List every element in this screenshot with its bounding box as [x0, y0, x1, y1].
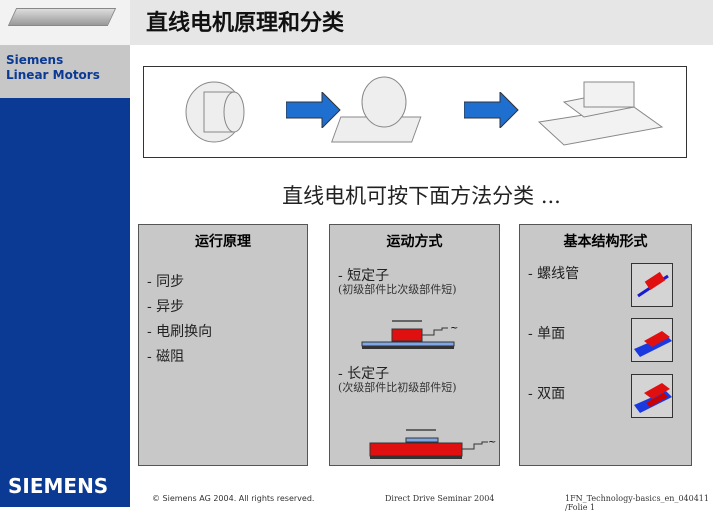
short-stator-diagram: ~ [361, 320, 458, 349]
double-sided-motor-icon [631, 374, 673, 418]
brand-line1: Siemens [6, 53, 64, 67]
list-item: - 异步 [147, 299, 185, 315]
motor-evolution-illustration [143, 66, 687, 158]
list-item: - 磁阻 [147, 349, 185, 365]
arrow-right-icon [464, 92, 519, 128]
subtitle: 直线电机可按下面方法分类 ... [282, 184, 561, 208]
siemens-logo: SIEMENS [8, 474, 109, 498]
footer-file: 1FN_Technology-basics_en_040411 /Folie 1 [565, 494, 709, 512]
list-item: - 短定子 [338, 268, 390, 284]
motor-drawings [185, 76, 664, 146]
brand-label: Siemens Linear Motors [0, 45, 130, 98]
list-item: - 同步 [147, 274, 185, 290]
box-motion-type: 运动方式 - 短定子 (初级部件比次级部件短) ~ - 长定子 (次级部件比初级… [329, 224, 500, 466]
list-note: (初级部件比次级部件短) [338, 283, 457, 296]
box-title: 基本结构形式 [563, 234, 648, 250]
brand-line2: Linear Motors [6, 68, 100, 82]
linear-motor-drawing [537, 81, 664, 146]
tubular-motor-icon [631, 263, 673, 307]
arrow-right-icon [286, 92, 341, 128]
list-item: - 长定子 [338, 366, 390, 382]
rotary-motor-drawing [185, 81, 245, 143]
sidebar: Siemens Linear Motors SIEMENS [0, 0, 130, 507]
unrolled-motor-drawing [331, 76, 422, 143]
svg-text:~: ~ [488, 437, 496, 448]
list-item: - 双面 [528, 386, 566, 402]
page-title: 直线电机原理和分类 [146, 11, 345, 36]
product-thumbnail [0, 0, 130, 45]
footer-event: Direct Drive Seminar 2004 [385, 494, 495, 503]
list-item: - 单面 [528, 326, 566, 342]
svg-text:~: ~ [450, 323, 458, 334]
header: 直线电机原理和分类 [130, 0, 713, 45]
list-note: (次级部件比初级部件短) [338, 381, 457, 394]
footer-copyright: © Siemens AG 2004. All rights reserved. [152, 494, 315, 503]
long-stator-diagram: ~ [369, 429, 496, 459]
box-operating-principle: 运行原理 - 同步 - 异步 - 电刷换向 - 磁阻 [138, 224, 308, 466]
list-item: - 螺线管 [528, 266, 580, 282]
box-title: 运行原理 [195, 234, 251, 250]
box-title: 运动方式 [386, 234, 443, 250]
single-sided-motor-icon [631, 318, 673, 362]
list-item: - 电刷换向 [147, 324, 213, 340]
box-basic-structure: 基本结构形式 - 螺线管 - 单面 - 双面 [519, 224, 692, 466]
